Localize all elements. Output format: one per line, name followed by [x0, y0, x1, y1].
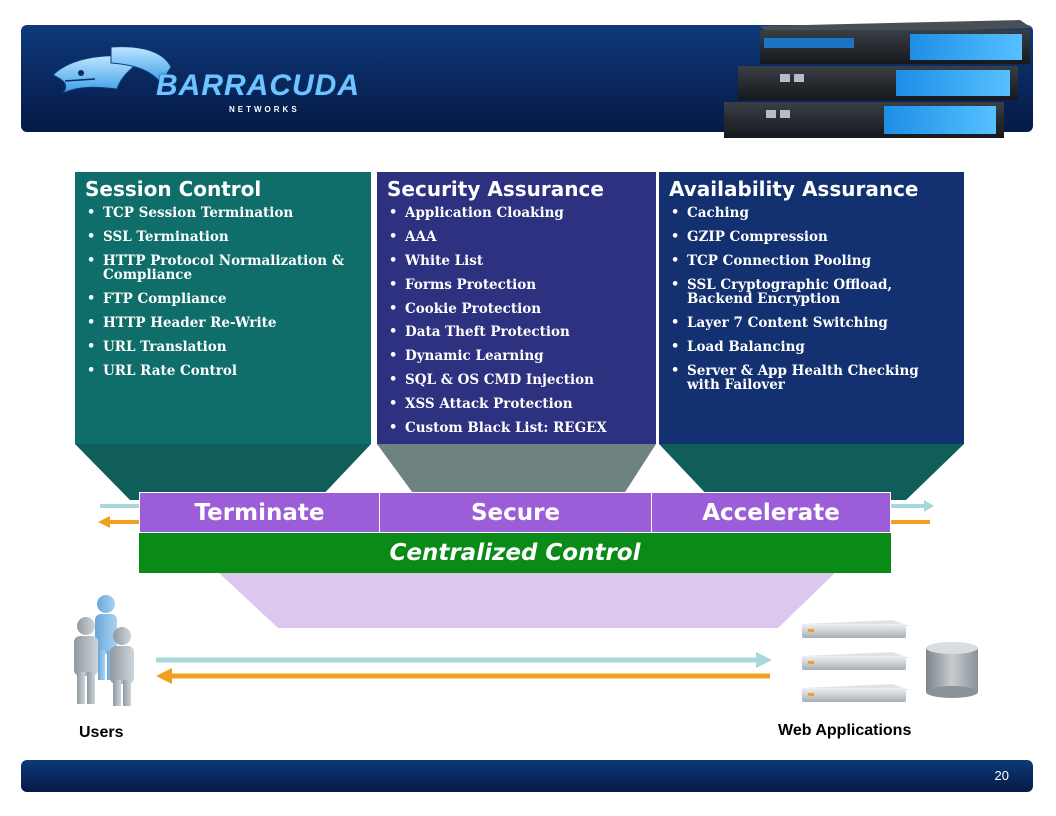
- database-icon: [926, 642, 978, 698]
- list-item: SQL & OS CMD Injection: [387, 373, 646, 387]
- session-control-panel: Session Control TCP Session Termination …: [75, 172, 371, 444]
- list-item: TCP Connection Pooling: [669, 254, 954, 268]
- session-funnel: [75, 444, 371, 500]
- users-icon: [74, 595, 134, 706]
- appliance-unit-top: [760, 20, 1032, 64]
- list-item: SSL Cryptographic Offload, Backend Encry…: [669, 278, 954, 306]
- session-control-list: TCP Session Termination SSL Termination …: [85, 206, 361, 378]
- list-item: Custom Black List: REGEX: [387, 421, 646, 435]
- list-item: AAA: [387, 230, 646, 244]
- list-item: Cookie Protection: [387, 302, 646, 316]
- centralized-shadow: [218, 572, 836, 628]
- list-item: Forms Protection: [387, 278, 646, 292]
- footer-bar: 20: [21, 760, 1033, 792]
- list-item: Layer 7 Content Switching: [669, 316, 954, 330]
- barracuda-fish-icon: [52, 46, 172, 95]
- list-item: URL Translation: [85, 340, 361, 354]
- appliance-unit-middle: [738, 66, 1018, 100]
- list-item: SSL Termination: [85, 230, 361, 244]
- appliance-unit-bottom: [724, 102, 1004, 138]
- availability-assurance-list: Caching GZIP Compression TCP Connection …: [669, 206, 954, 392]
- brand-name: BARRACUDA: [156, 69, 360, 102]
- availability-assurance-panel: Availability Assurance Caching GZIP Comp…: [659, 172, 964, 444]
- list-item: Dynamic Learning: [387, 349, 646, 363]
- list-item: Data Theft Protection: [387, 325, 646, 339]
- stage-secure: Secure: [380, 493, 652, 533]
- barracuda-logo: BARRACUDA NETWORKS: [51, 37, 359, 117]
- users-label: Users: [79, 724, 124, 741]
- page-number: 20: [994, 768, 1009, 783]
- centralized-control-label: Centralized Control: [389, 540, 641, 566]
- list-item: Server & App Health Checking with Failov…: [669, 364, 954, 392]
- list-item: HTTP Protocol Normalization & Compliance: [85, 254, 361, 282]
- appliance-stack-image: [724, 20, 1032, 138]
- security-funnel: [377, 444, 656, 500]
- list-item: URL Rate Control: [85, 364, 361, 378]
- list-item: FTP Compliance: [85, 292, 361, 306]
- availability-funnel: [659, 444, 964, 500]
- stage-bar: Terminate Secure Accelerate: [139, 492, 891, 533]
- list-item: Caching: [669, 206, 954, 220]
- list-item: TCP Session Termination: [85, 206, 361, 220]
- security-assurance-list: Application Cloaking AAA White List Form…: [387, 206, 646, 435]
- stage-accelerate: Accelerate: [702, 500, 840, 526]
- list-item: Application Cloaking: [387, 206, 646, 220]
- brand-subtitle: NETWORKS: [229, 105, 300, 114]
- list-item: HTTP Header Re-Write: [85, 316, 361, 330]
- web-servers-icon: [802, 620, 978, 702]
- availability-assurance-title: Availability Assurance: [669, 177, 919, 201]
- list-item: Load Balancing: [669, 340, 954, 354]
- web-applications-label: Web Applications: [778, 722, 912, 739]
- list-item: XSS Attack Protection: [387, 397, 646, 411]
- list-item: GZIP Compression: [669, 230, 954, 244]
- centralized-control-bar: Centralized Control: [139, 533, 891, 573]
- security-assurance-panel: Security Assurance Application Cloaking …: [377, 172, 656, 444]
- session-control-title: Session Control: [85, 177, 262, 201]
- server-unit: [802, 652, 910, 670]
- server-unit: [802, 684, 910, 702]
- list-item: White List: [387, 254, 646, 268]
- stage-terminate: Terminate: [140, 493, 380, 533]
- security-assurance-title: Security Assurance: [387, 177, 604, 201]
- server-unit: [802, 620, 910, 638]
